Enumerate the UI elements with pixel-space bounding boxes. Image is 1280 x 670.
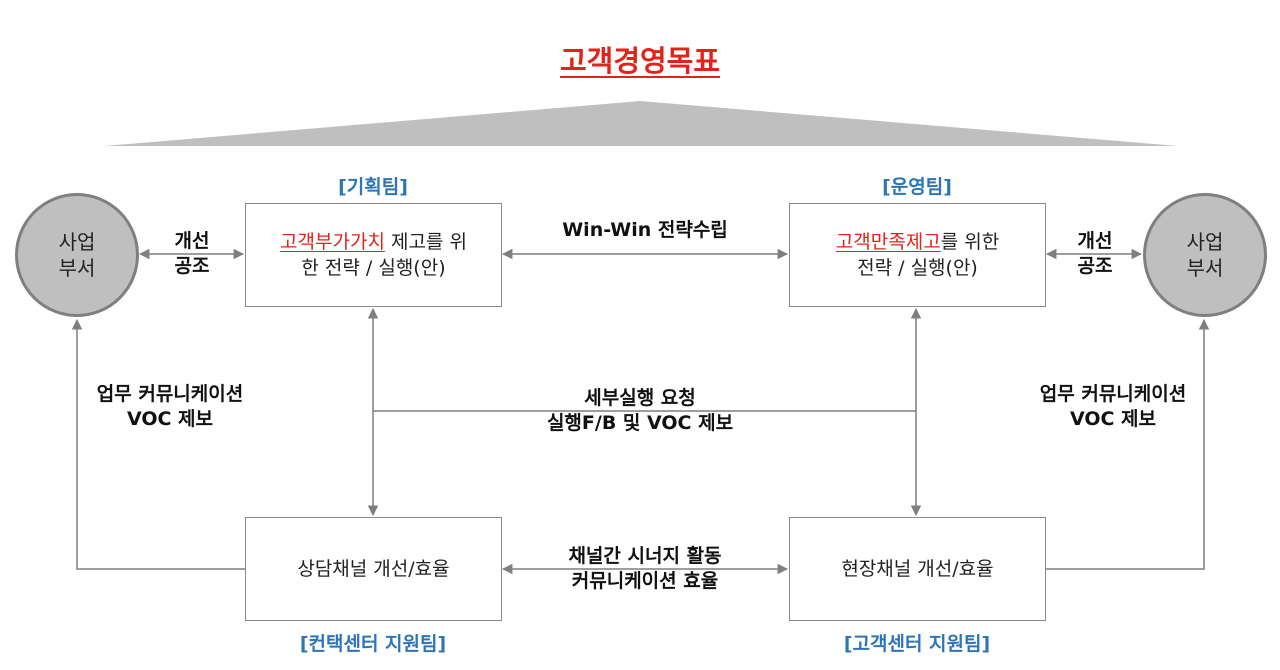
- circle-label: 사업: [58, 230, 96, 254]
- planning-box-line1: 고객부가가치 제고를 위: [280, 229, 467, 255]
- center-label-line1: 세부실행 요청: [584, 387, 696, 409]
- left-comm-line1: 업무 커뮤니케이션: [96, 383, 244, 405]
- team-contact-center: [컨택센터 지원팀]: [299, 633, 447, 655]
- right-coop-line1: 개선: [1077, 230, 1113, 252]
- left-coop-label: 개선 공조: [150, 229, 234, 279]
- right-coop-label: 개선 공조: [1053, 229, 1137, 279]
- planning-box: 고객부가가치 제고를 위 한 전략 / 실행(안): [245, 203, 502, 307]
- team-planning: [기획팀]: [338, 176, 408, 198]
- field-channel-text: 현장채널 개선/효율: [841, 558, 994, 580]
- team-customer-center: [고객센터 지원팀]: [843, 633, 991, 655]
- center-label: 세부실행 요청 실행F/B 및 VOC 제보: [470, 386, 810, 436]
- page-title: 고객경영목표: [559, 44, 721, 78]
- left-coop-line1: 개선: [174, 230, 210, 252]
- right-comm-line1: 업무 커뮤니케이션: [1039, 383, 1187, 405]
- field-channel-box: 현장채널 개선/효율: [789, 517, 1046, 621]
- operations-text: 를 위한: [940, 231, 1000, 253]
- operations-highlight: 고객만족제고: [835, 231, 941, 253]
- left-comm-label: 업무 커뮤니케이션 VOC 제보: [72, 382, 268, 432]
- center-label-line2: 실행F/B 및 VOC 제보: [546, 412, 734, 434]
- win-win-label: Win-Win 전략수립: [562, 219, 728, 241]
- operations-box-line2: 전략 / 실행(안): [857, 257, 978, 279]
- circle-label: 부서: [58, 256, 96, 280]
- operations-box: 고객만족제고를 위한 전략 / 실행(안): [789, 203, 1046, 307]
- planning-text: 제고를 위: [384, 231, 467, 253]
- planning-highlight: 고객부가가치: [280, 231, 385, 253]
- business-dept-left: 사업 부서: [15, 193, 139, 317]
- roof-shape: [104, 101, 1178, 146]
- arrow-left-comm: [71, 318, 245, 570]
- contact-channel-box: 상담채널 개선/효율: [245, 517, 502, 621]
- left-comm-line2: VOC 제보: [126, 408, 214, 430]
- left-coop-line2: 공조: [174, 255, 210, 277]
- planning-box-line2: 한 전략 / 실행(안): [301, 257, 446, 279]
- circle-label: 부서: [1186, 256, 1224, 280]
- channel-synergy-label: 채널간 시너지 활동 커뮤니케이션 효율: [505, 544, 785, 594]
- circle-label: 사업: [1186, 230, 1224, 254]
- team-operations: [운영팀]: [882, 176, 952, 198]
- right-comm-line2: VOC 제보: [1069, 408, 1157, 430]
- channel-synergy-line1: 채널간 시너지 활동: [568, 545, 722, 567]
- contact-channel-text: 상담채널 개선/효율: [297, 558, 450, 580]
- operations-box-line1: 고객만족제고를 위한: [836, 229, 999, 255]
- channel-synergy-line2: 커뮤니케이션 효율: [571, 570, 719, 592]
- right-coop-line2: 공조: [1077, 255, 1113, 277]
- business-dept-right: 사업 부서: [1143, 193, 1267, 317]
- arrow-right-comm: [1046, 318, 1210, 570]
- right-comm-label: 업무 커뮤니케이션 VOC 제보: [1015, 382, 1211, 432]
